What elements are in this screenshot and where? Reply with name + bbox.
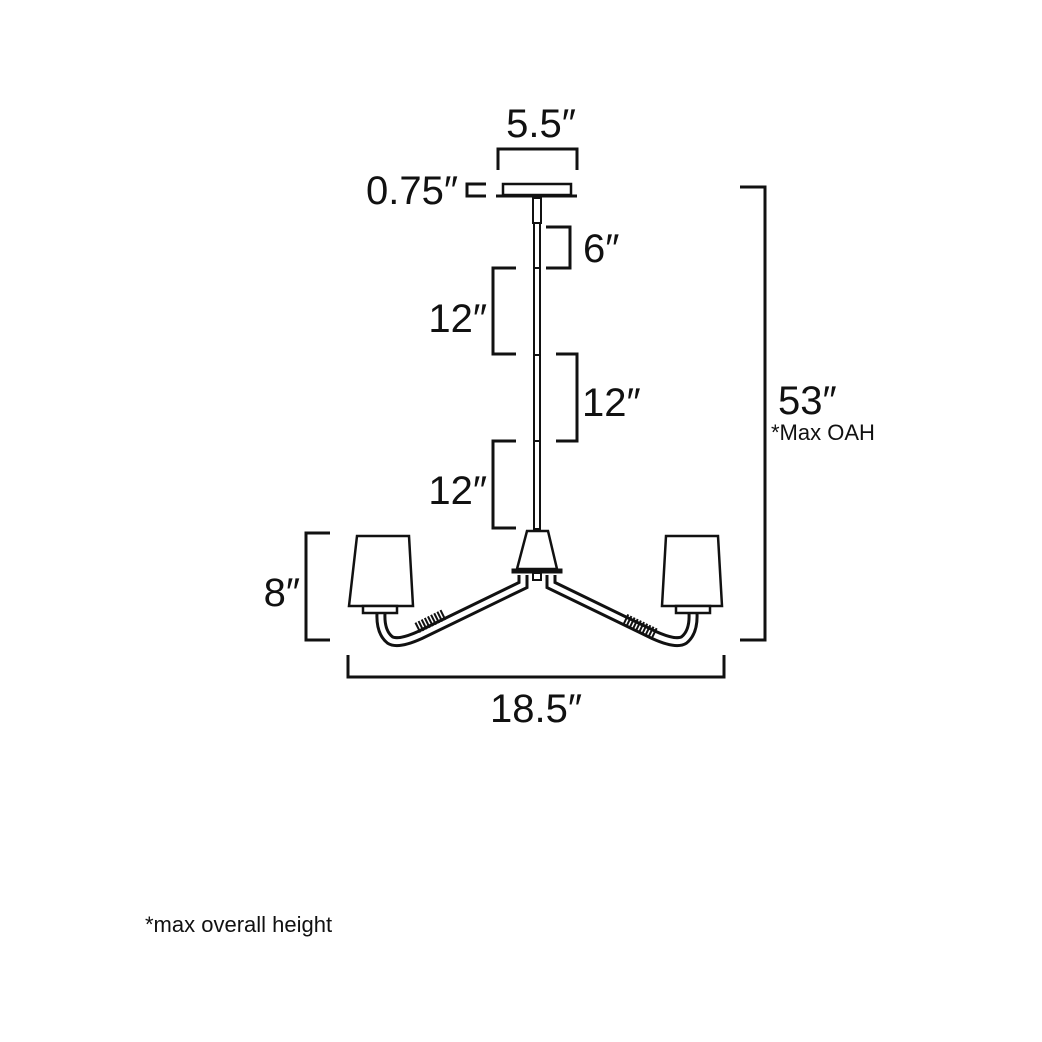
rod-12-bracket-2 bbox=[556, 352, 579, 443]
center-body bbox=[515, 529, 559, 571]
canopy-width-bracket bbox=[496, 147, 579, 170]
fixture-height-bracket bbox=[304, 531, 330, 642]
rod-12-label-3: 12″ bbox=[428, 469, 487, 513]
fixture-width-bracket bbox=[346, 655, 726, 679]
right-arm bbox=[545, 575, 699, 648]
connector bbox=[532, 197, 542, 224]
rod-12-bracket-3 bbox=[491, 439, 516, 530]
canopy bbox=[501, 182, 573, 197]
rod-12-bracket-1 bbox=[491, 266, 516, 356]
left-shade bbox=[347, 534, 415, 608]
right-shade bbox=[660, 534, 724, 608]
footnote: *max overall height bbox=[145, 912, 332, 937]
canopy-height-bracket bbox=[465, 182, 486, 198]
overall-height-label: 53″ bbox=[778, 379, 837, 423]
left-arm bbox=[375, 575, 529, 648]
overall-height-bracket bbox=[740, 185, 767, 642]
canopy-width-label: 5.5″ bbox=[506, 102, 576, 146]
rod-6-label: 6″ bbox=[583, 227, 619, 271]
fixture-height-label: 8″ bbox=[264, 571, 300, 615]
rod-12-label-2: 12″ bbox=[582, 381, 641, 425]
rod-6-bracket bbox=[546, 225, 572, 270]
downrod bbox=[533, 222, 541, 530]
canopy-height-label: 0.75″ bbox=[366, 169, 458, 213]
overall-height-note: *Max OAH bbox=[771, 420, 875, 445]
fixture-width-label: 18.5″ bbox=[490, 687, 582, 731]
rod-12-label-1: 12″ bbox=[428, 297, 487, 341]
